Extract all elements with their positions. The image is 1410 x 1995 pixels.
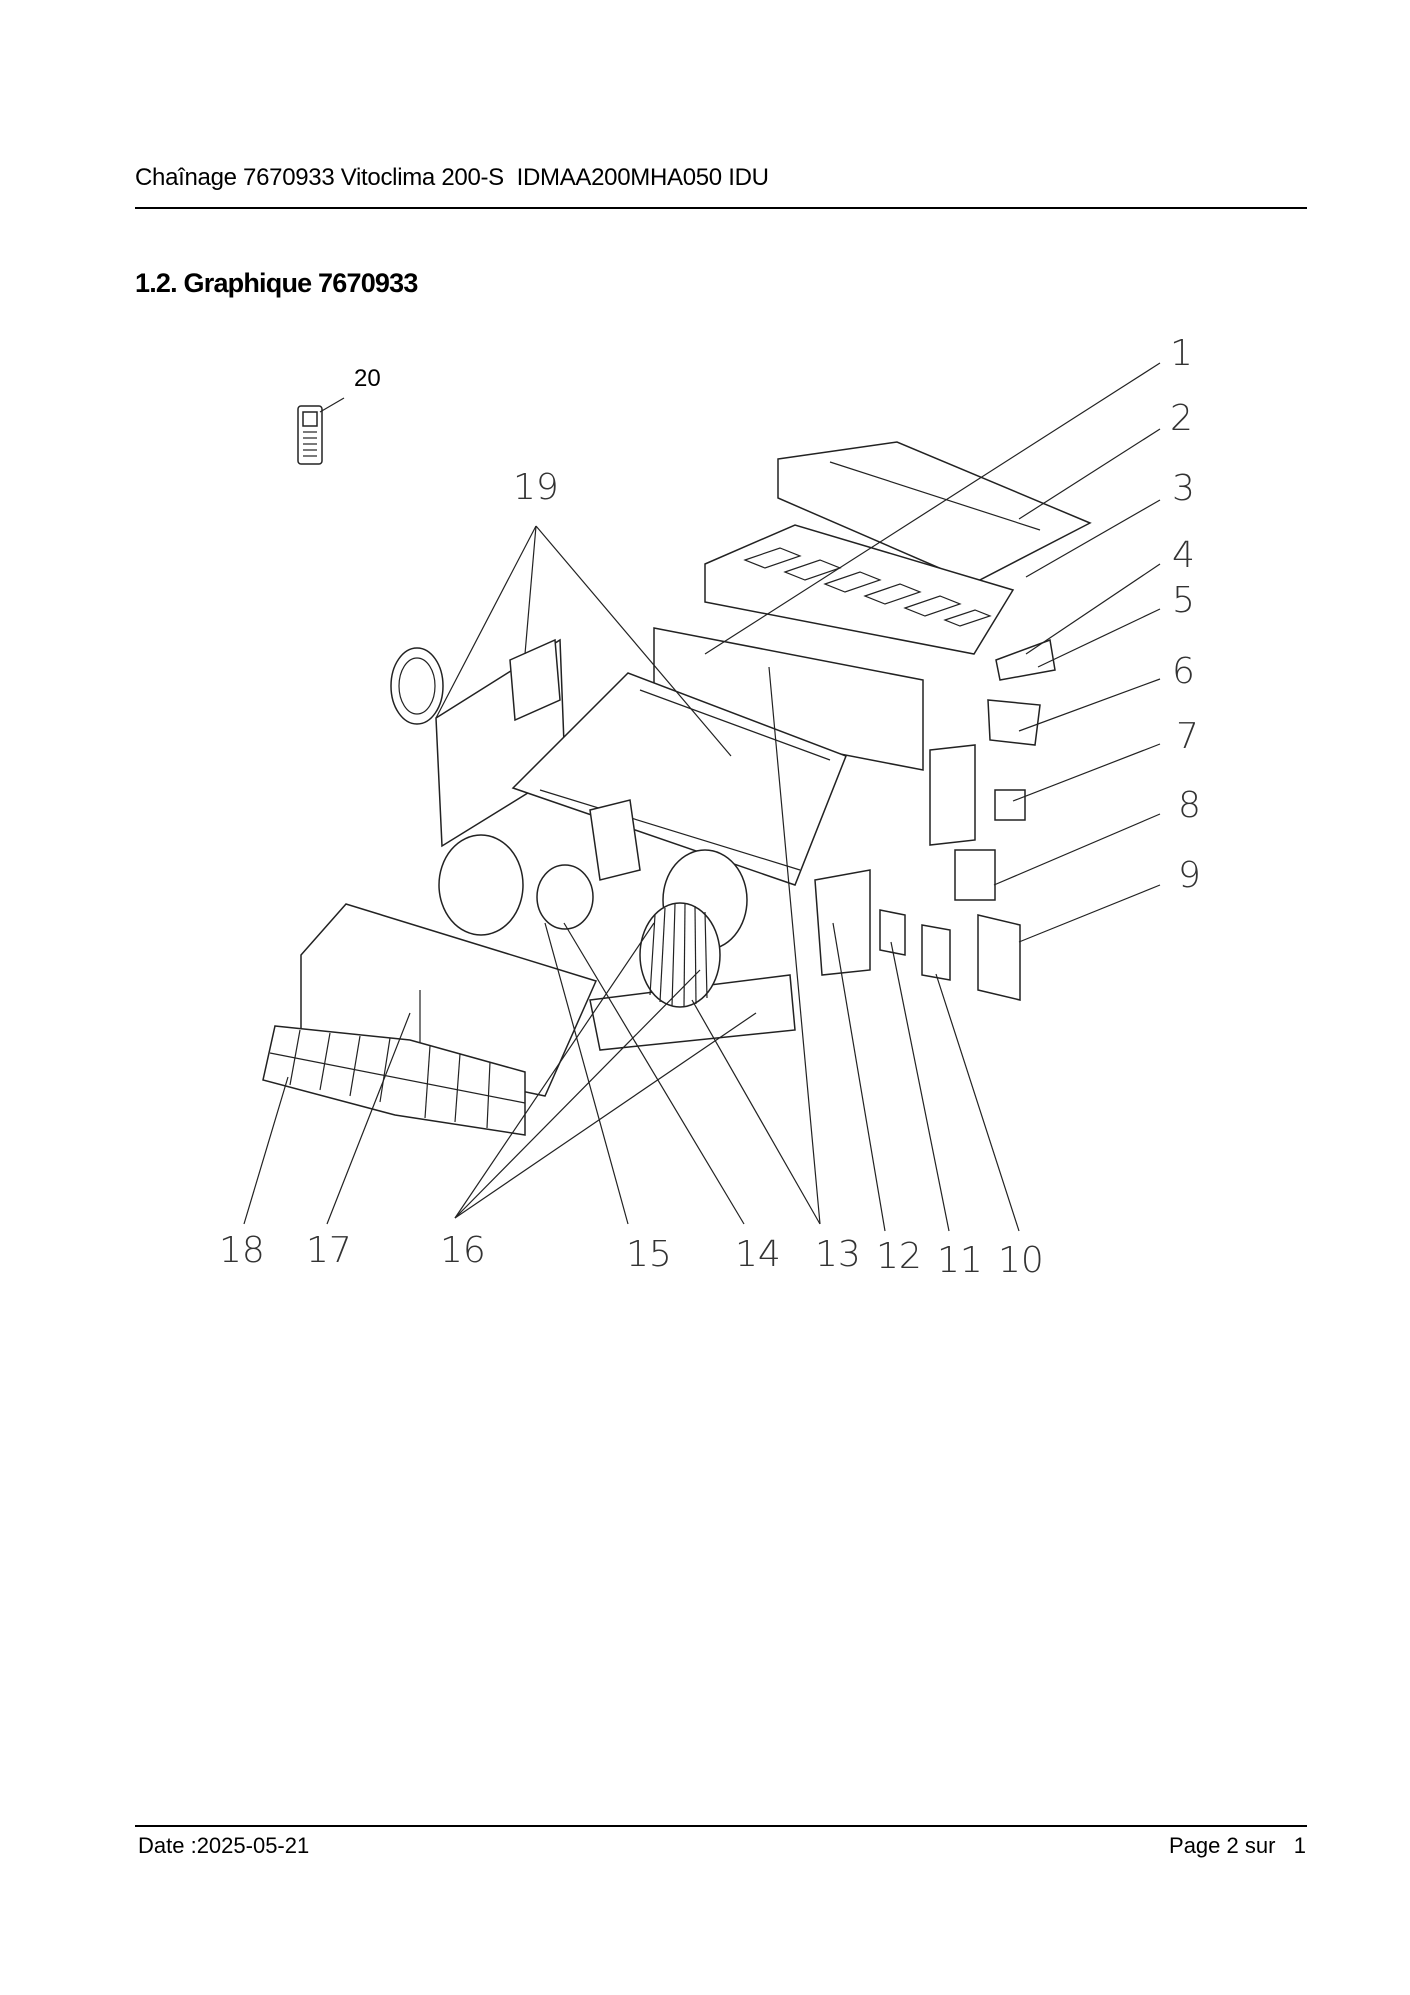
part-label-4: 4 <box>1172 535 1195 576</box>
top-cover-part <box>777 441 1092 584</box>
blower-assembly-part <box>438 799 796 1051</box>
side-panel-part <box>390 638 566 848</box>
part-label-17: 17 <box>306 1230 352 1271</box>
leader-lines <box>243 362 1161 1232</box>
electric-box-cover-part <box>977 914 1021 1001</box>
footer-page-number: Page 2 sur 1 <box>1169 1833 1306 1858</box>
section-title: 1.2. Graphique 7670933 <box>135 268 418 298</box>
footer-divider <box>135 1825 1307 1827</box>
terminal-part <box>994 789 1026 821</box>
pcb-part <box>921 924 951 981</box>
document-header: Chaînage 7670933 Vitoclima 200-S IDMAA20… <box>135 164 769 191</box>
part-label-1: 1 <box>1170 333 1193 374</box>
drain-pan-part <box>704 524 1015 655</box>
electric-plate-part <box>814 869 871 976</box>
motor-capacitor-part <box>954 849 996 901</box>
part-label-8: 8 <box>1178 785 1201 826</box>
part-label-10: 10 <box>998 1240 1044 1281</box>
part-label-20: 20 <box>354 365 381 392</box>
part-label-14: 14 <box>735 1234 781 1275</box>
part-label-16: 16 <box>440 1230 486 1271</box>
footer-date: Date :2025-05-21 <box>138 1833 310 1858</box>
part-label-11: 11 <box>937 1240 983 1281</box>
side-plate-part <box>995 638 1056 681</box>
part-label-5: 5 <box>1172 580 1195 621</box>
part-label-15: 15 <box>626 1234 672 1275</box>
remote-control-part <box>297 405 323 465</box>
part-label-19: 19 <box>513 467 559 508</box>
part-label-18: 18 <box>219 1230 265 1271</box>
display-board-part <box>879 909 906 956</box>
part-label-9: 9 <box>1178 855 1201 896</box>
part-label-2: 2 <box>1170 398 1193 439</box>
control-box-part <box>929 744 976 846</box>
bracket-part <box>987 699 1041 746</box>
part-label-3: 3 <box>1172 468 1195 509</box>
part-label-12: 12 <box>876 1236 922 1277</box>
part-label-7: 7 <box>1176 716 1199 757</box>
part-label-6: 6 <box>1172 651 1195 692</box>
air-filter-part <box>262 1025 526 1136</box>
part-label-13: 13 <box>815 1234 861 1275</box>
header-divider <box>135 207 1307 209</box>
